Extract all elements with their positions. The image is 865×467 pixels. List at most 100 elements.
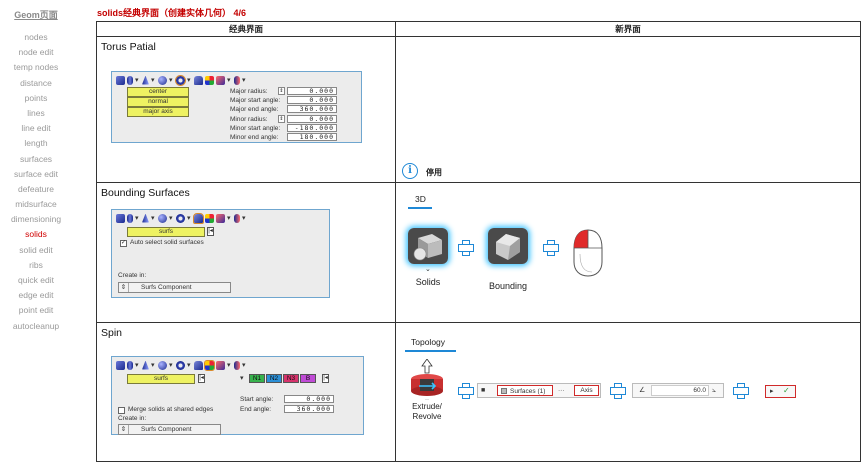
drag-icon[interactable] — [216, 75, 225, 85]
nav-item-temp-nodes[interactable]: temp nodes — [13, 62, 59, 73]
more-icon[interactable]: ·· — [425, 397, 429, 403]
spin-icon[interactable] — [205, 75, 214, 85]
torus-icon[interactable] — [175, 74, 186, 86]
option-normal[interactable]: normal — [127, 97, 189, 107]
cylinder-icon[interactable] — [127, 75, 133, 85]
toggle-icon[interactable]: ⇕ — [119, 425, 129, 434]
node-button-n1[interactable]: N1 — [249, 374, 265, 383]
node-button-n3[interactable]: N3 — [283, 374, 299, 383]
dropdown-icon[interactable]: ▾ — [169, 215, 173, 222]
dropdown-icon[interactable]: ▾ — [227, 362, 231, 369]
nav-item-line-edit[interactable]: line edit — [21, 123, 51, 134]
bounding-icon[interactable] — [194, 75, 203, 85]
dropdown-icon[interactable]: ▾ — [187, 215, 191, 222]
nav-item-defeature[interactable]: defeature — [18, 183, 54, 194]
node-dropdown-icon[interactable]: ▾ — [240, 375, 244, 382]
sphere-icon[interactable] — [158, 75, 167, 85]
start-angle-input[interactable]: 0.000 — [284, 395, 334, 403]
node-button-b[interactable]: B — [300, 374, 316, 383]
cube-icon[interactable] — [116, 360, 125, 370]
play-icon[interactable]: ▸ — [770, 388, 774, 395]
nav-title[interactable]: Geom页面 — [14, 10, 58, 20]
grip-icon[interactable]: ■ — [481, 387, 486, 394]
sphere-icon[interactable] — [158, 360, 167, 370]
reset-icon[interactable]: |◂ — [207, 227, 214, 236]
tab-topology[interactable]: Topology — [411, 337, 446, 347]
surfaces-selector[interactable]: Surfaces (1) — [497, 385, 553, 396]
nav-item-autocleanup[interactable]: autocleanup — [12, 320, 60, 331]
chevron-down-icon[interactable]: ⌄ — [425, 266, 431, 273]
stepper-icon[interactable]: ⇕ — [278, 87, 285, 95]
option-major-axis[interactable]: major axis — [127, 107, 189, 117]
node-button-n2[interactable]: N2 — [266, 374, 282, 383]
spin-icon[interactable] — [204, 359, 215, 371]
auto-select-checkbox[interactable]: ✓ — [120, 240, 127, 247]
angle-input[interactable]: 60.0 — [651, 385, 709, 396]
nav-item-nodes[interactable]: nodes — [24, 32, 48, 42]
dropdown-icon[interactable]: ▾ — [135, 362, 139, 369]
nav-item-length[interactable]: length — [24, 138, 48, 149]
bounding-icon[interactable] — [193, 212, 204, 224]
nav-item-quick-edit[interactable]: quick edit — [18, 275, 54, 285]
torus-icon[interactable] — [176, 213, 185, 223]
drag-icon[interactable] — [216, 213, 225, 223]
minor-end-input[interactable]: 180.000 — [287, 133, 337, 141]
stepper-icon[interactable]: ⇕ — [278, 115, 285, 123]
nav-item-edge-edit[interactable]: edge edit — [18, 290, 54, 301]
cone-icon[interactable] — [142, 360, 149, 370]
dropdown-icon[interactable]: ▾ — [169, 77, 173, 84]
surfs-selector[interactable]: surfs — [127, 374, 195, 384]
dropdown-icon[interactable]: ▾ — [151, 77, 155, 84]
major-end-input[interactable]: 360.000 — [287, 105, 337, 113]
dropdown-icon[interactable]: ▾ — [242, 77, 246, 84]
nav-item-solid-edit[interactable]: solid edit — [19, 244, 53, 255]
cylinder-icon[interactable] — [127, 213, 133, 223]
reset-icon[interactable]: |◂ — [198, 374, 205, 383]
dropdown-icon[interactable]: ▾ — [187, 77, 191, 84]
dropdown-icon[interactable]: ▾ — [151, 362, 155, 369]
cylinder-icon[interactable] — [127, 360, 133, 370]
sphere-icon[interactable] — [158, 213, 167, 223]
nav-item-lines[interactable]: lines — [27, 107, 45, 118]
create-in-selector[interactable]: ⇕Surfs Component — [118, 282, 231, 293]
cube-icon[interactable] — [116, 213, 125, 223]
axis-selector[interactable]: Axis — [574, 385, 599, 396]
nav-item-dimensioning[interactable]: dimensioning — [10, 214, 62, 225]
torus-icon[interactable] — [176, 360, 185, 370]
major-radius-input[interactable]: 0.000 — [287, 87, 337, 95]
nav-item-points[interactable]: points — [24, 92, 48, 103]
extrude-icon[interactable] — [234, 360, 240, 370]
dropdown-icon[interactable]: ▾ — [169, 362, 173, 369]
nav-item-distance[interactable]: distance — [20, 77, 52, 88]
solids-tool[interactable] — [408, 228, 448, 264]
dropdown-icon[interactable]: ▾ — [135, 215, 139, 222]
cone-icon[interactable] — [142, 213, 149, 223]
cube-icon[interactable] — [116, 75, 125, 85]
nav-item-surfaces[interactable]: surfaces — [19, 153, 53, 164]
nav-item-point-edit[interactable]: point edit — [18, 305, 54, 316]
major-start-input[interactable]: 0.000 — [287, 96, 337, 104]
dropdown-icon[interactable]: ▾ — [135, 77, 139, 84]
surfs-selector[interactable]: surfs — [127, 227, 205, 237]
extrude-icon[interactable] — [234, 213, 240, 223]
minor-radius-input[interactable]: 0.000 — [287, 115, 337, 123]
dropdown-icon[interactable]: ▾ — [227, 77, 231, 84]
more-options-icon[interactable]: ··· — [558, 387, 565, 394]
end-angle-input[interactable]: 360.000 — [284, 405, 334, 413]
extrude-icon[interactable] — [234, 75, 240, 85]
spin-icon[interactable] — [205, 213, 214, 223]
dropdown-icon[interactable]: ▾ — [187, 362, 191, 369]
nav-item-surface-edit[interactable]: surface edit — [14, 168, 58, 179]
reset-icon[interactable]: |◂ — [322, 374, 329, 383]
ok-icon[interactable]: ✓ — [783, 386, 790, 395]
drag-icon[interactable] — [216, 360, 225, 370]
angle-unit-icon[interactable]: ⦣ — [712, 387, 717, 394]
dropdown-icon[interactable]: ▾ — [242, 215, 246, 222]
minor-start-input[interactable]: -180.000 — [287, 124, 337, 132]
bounding-icon[interactable] — [194, 360, 203, 370]
cone-icon[interactable] — [142, 75, 149, 85]
merge-checkbox[interactable] — [118, 407, 125, 414]
nav-item-midsurface[interactable]: midsurface — [15, 199, 57, 210]
nav-item-ribs[interactable]: ribs — [29, 259, 43, 270]
option-center[interactable]: center — [127, 87, 189, 97]
